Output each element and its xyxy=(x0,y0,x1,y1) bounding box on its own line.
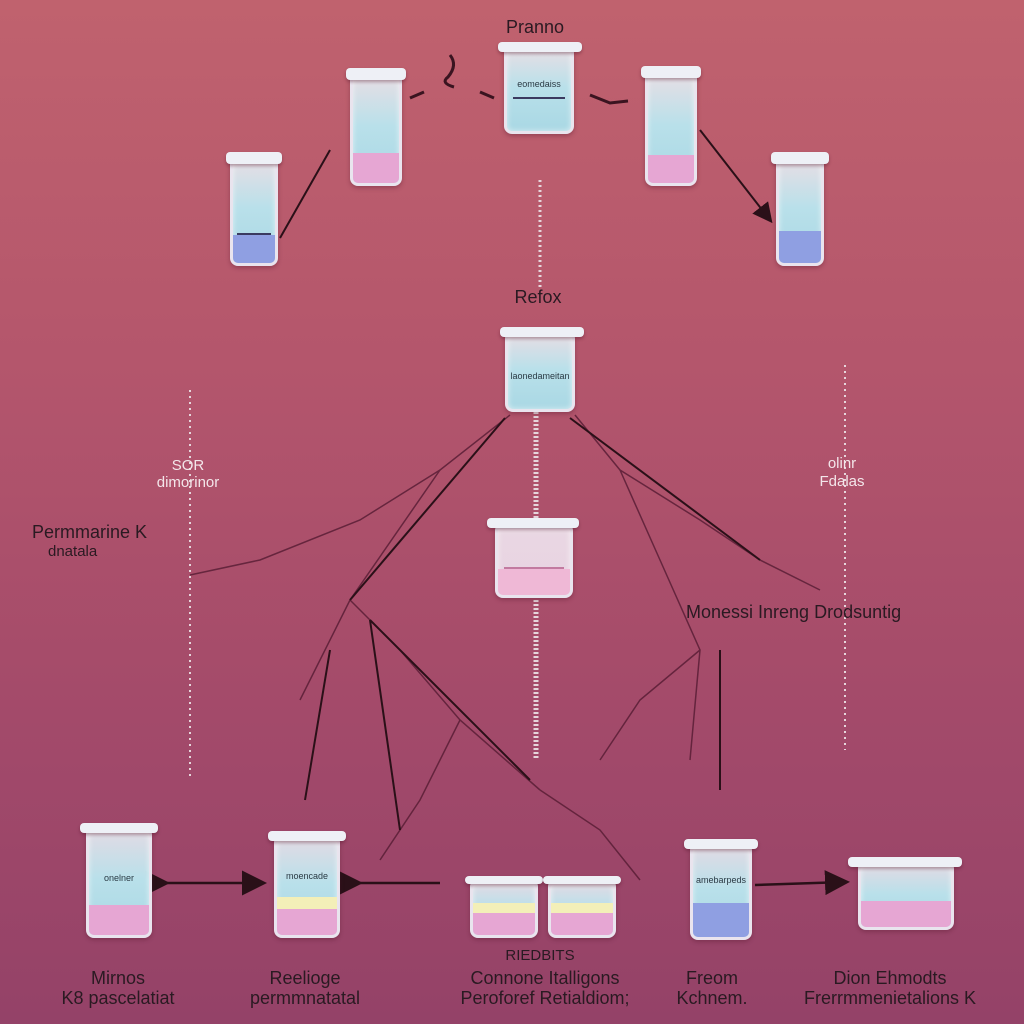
squiggle-top-2 xyxy=(409,90,495,100)
label-right-top-a: olinr xyxy=(827,455,857,472)
beaker-bottom-3b-cap xyxy=(543,876,621,884)
beaker-bottom-3a xyxy=(470,882,538,938)
arrow-top-right xyxy=(699,129,773,224)
flask-top-left xyxy=(230,160,278,266)
label-b5-b: Frerrmmenietalions K xyxy=(803,988,977,1008)
flask-top-right-cap xyxy=(771,152,829,164)
flask-top-inner-left xyxy=(350,76,402,186)
beaker-bottom-1-cap xyxy=(80,823,158,833)
label-right-top-b: Fdalas xyxy=(819,473,865,490)
label-left-top-a: SOR xyxy=(171,457,205,474)
flask-top-left-cap xyxy=(226,152,282,164)
flask-top-inner-left-cap xyxy=(346,68,406,80)
beaker-bottom-3b xyxy=(548,882,616,938)
label-middle-row: Monessi Inreng Drodsuntig xyxy=(686,602,902,622)
squiggle-top-1 xyxy=(443,54,455,89)
beaker-bottom-2-tag: moencade xyxy=(285,871,329,881)
flask-top-inner-right xyxy=(645,74,697,186)
beaker-top-center-tag: eomedaiss xyxy=(517,79,561,89)
label-b2-a: Reelioge xyxy=(269,968,341,988)
beaker-bottom-5 xyxy=(858,864,954,930)
beaker-bottom-4-cap xyxy=(684,839,758,849)
beaker-center-lower-cap xyxy=(487,518,579,528)
beaker-top-center: eomedaiss xyxy=(504,48,574,134)
beaker-top-center-cap xyxy=(498,42,582,52)
label-b4-b: Kchnem. xyxy=(676,988,748,1008)
arrow-bottom-3 xyxy=(754,870,850,896)
beaker-bottom-3a-cap xyxy=(465,876,543,884)
label-b1-a: Mirnos xyxy=(90,968,146,988)
beaker-center-upper: laonedameitan xyxy=(505,334,575,412)
label-left-top-b: dimorinor xyxy=(156,474,220,491)
label-b3-a: Connone Italligons xyxy=(470,968,620,988)
beaker-bottom-5-cap xyxy=(848,857,962,867)
label-top: Pranno xyxy=(505,17,565,37)
beaker-center-lower xyxy=(495,526,573,598)
label-b3-b: Peroforef Retialdiom; xyxy=(460,988,630,1008)
arrow-top-left xyxy=(279,149,331,239)
beaker-bottom-4-tag: amebarpeds xyxy=(695,875,747,885)
beaker-bottom-1: onelner xyxy=(86,830,152,938)
beaker-bottom-2-cap xyxy=(268,831,346,841)
beaker-bottom-4: amebarpeds xyxy=(690,846,752,940)
beaker-center-upper-cap xyxy=(500,327,584,337)
label-b4-a: Freom xyxy=(685,968,739,988)
beaker-center-upper-tag: laonedameitan xyxy=(510,371,570,381)
label-b2-b: permmnatatal xyxy=(249,988,361,1008)
label-left-mid-a: Permmarine K xyxy=(32,522,148,542)
beaker-bottom-1-tag: onelner xyxy=(103,873,135,883)
label-left-mid-b: dnatala xyxy=(48,543,98,560)
flask-top-right xyxy=(776,160,824,266)
label-center: Refox xyxy=(514,287,562,307)
flask-top-inner-right-cap xyxy=(641,66,701,78)
beaker-bottom-2: moencade xyxy=(274,838,340,938)
squiggle-top-3 xyxy=(589,93,629,105)
label-b1-b: K8 pascelatiat xyxy=(61,988,175,1008)
label-bottom-center-small: RIEDBITS xyxy=(505,947,575,964)
label-b5-a: Dion Ehmodts xyxy=(833,968,947,988)
